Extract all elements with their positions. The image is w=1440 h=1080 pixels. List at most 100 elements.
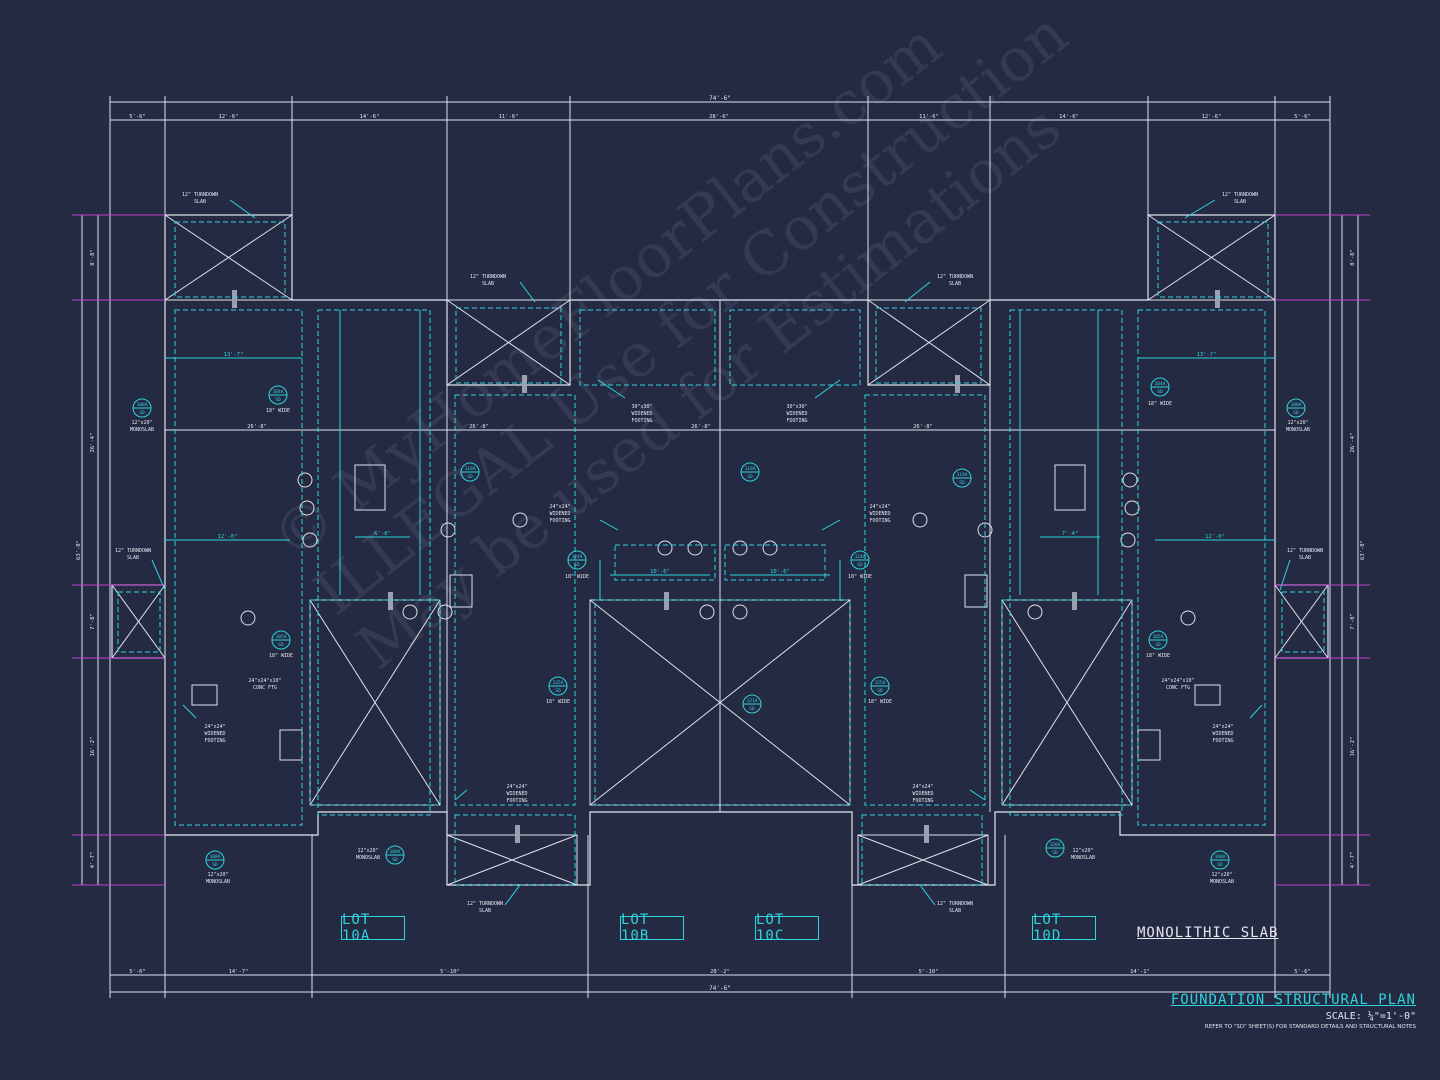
detail-tag-sheet: SD: [1157, 389, 1163, 395]
wide-callout: 18" WIDE: [269, 653, 293, 659]
dimension-text: 5'-6": [129, 114, 146, 120]
detail-tag-id: 100A: [137, 402, 148, 408]
widened-footing-callout: 30"x30": [631, 404, 652, 410]
slab-outline: [1009, 309, 1123, 816]
slab-outline: [454, 394, 576, 806]
wide-callout: 18" WIDE: [848, 574, 872, 580]
interior-dimension-text: 7'-4": [1062, 531, 1079, 537]
dimension-text: 5'-6": [1294, 969, 1311, 975]
callout-leader: [454, 789, 468, 801]
detail-tag-sheet: SD: [212, 862, 218, 868]
slab-outline: [454, 814, 576, 886]
dimension-text: 7'-8": [1350, 613, 1356, 630]
detail-tag-id: 119A: [957, 472, 968, 478]
dimension-text: 14'-6": [360, 114, 380, 120]
turndown-callout: SLAB: [949, 281, 961, 287]
lot-label-10b: LOT 10B: [620, 912, 684, 944]
callout-leader: [821, 519, 841, 531]
dimension-text: 26'-8": [691, 424, 711, 430]
slab-x-diagonal: [446, 834, 578, 886]
plumbing-fixture: [762, 540, 778, 556]
detail-tag-sheet: SD: [555, 688, 561, 694]
slab-outline: [729, 309, 861, 386]
detail-tag-id: 125A: [875, 680, 886, 686]
widened-footing-callout: WIDENED: [912, 791, 933, 797]
turndown-callout: SLAB: [1234, 199, 1246, 205]
drawing-title: FOUNDATION STRUCTURAL PLAN: [1170, 992, 1416, 1008]
slab-outline: [724, 544, 826, 581]
dimension-text: 11'-6": [919, 114, 939, 120]
dimension-text: 26'-8": [913, 424, 933, 430]
fixture-box: [1054, 464, 1086, 511]
dimension-text: 26'-4": [90, 433, 96, 453]
post: [388, 592, 393, 610]
detail-tag-sheet: SD: [747, 474, 753, 480]
dimension-text: 12'-6": [1202, 114, 1222, 120]
dimension-text: 5'-6": [1294, 114, 1311, 120]
detail-tag-id: 121A: [747, 698, 758, 704]
slab-outline: [875, 307, 982, 384]
widened-footing-callout: FOOTING: [1212, 738, 1233, 744]
plumbing-fixture: [437, 604, 453, 620]
slab-outline: [174, 309, 303, 826]
interior-dimension-text: 12'-0": [1205, 534, 1225, 540]
turndown-callout: 12" TURNDOWN: [467, 901, 503, 907]
callout-leader: [519, 281, 536, 303]
detail-tag-id: 124A: [855, 554, 866, 560]
dimension-text: 7'-8": [90, 613, 96, 630]
overall-dimension-bottom: 74'-6": [709, 985, 731, 992]
detail-tag-id: 128A: [1050, 842, 1061, 848]
dimension-text: 14'-1": [1130, 969, 1150, 975]
widened-footing-callout: 24"x24": [506, 784, 527, 790]
slab-x-diagonal: [867, 299, 991, 386]
dimension-text: 5'-6": [129, 969, 146, 975]
detail-tag-sheet: SD: [1293, 410, 1299, 416]
callout-leader: [969, 789, 986, 801]
slab-outline: [861, 814, 983, 886]
dimension-text: 8'-8": [90, 249, 96, 266]
wide-callout: 18" WIDE: [266, 408, 290, 414]
slab-x-diagonal: [857, 834, 989, 886]
turndown-callout: 12" TURNDOWN: [470, 274, 506, 280]
dimension-text: 8'-8": [1350, 249, 1356, 266]
plumbing-fixture: [1124, 500, 1140, 516]
turndown-callout: 12" TURNDOWN: [937, 274, 973, 280]
slab-x-diagonal: [1001, 599, 1133, 806]
callout-leader: [597, 379, 626, 399]
detail-tag-sheet: SD: [1217, 862, 1223, 868]
conc-ftg-callout: CONC FTG: [1166, 685, 1190, 691]
detail-tag-sheet: SD: [1052, 850, 1058, 856]
widened-footing-callout: 24"x24": [549, 504, 570, 510]
slab-outline: [117, 591, 161, 653]
widened-footing-callout: FOOTING: [786, 418, 807, 424]
interior-dimension-text: 6'-8": [374, 531, 391, 537]
plumbing-fixture: [1122, 472, 1138, 488]
turndown-callout: SLAB: [949, 908, 961, 914]
slab-outline: [1157, 221, 1269, 298]
wide-callout: 18" WIDE: [565, 574, 589, 580]
widened-footing-callout: FOOTING: [912, 798, 933, 804]
monoslab-callout: 12"x20": [357, 848, 378, 854]
widened-footing-callout: 24"x24": [204, 724, 225, 730]
slab-outline: [579, 309, 716, 386]
slab-outline: [317, 309, 431, 816]
turndown-callout: SLAB: [479, 908, 491, 914]
dimension-text: 14'-7": [229, 969, 249, 975]
turndown-callout: 12" TURNDOWN: [182, 192, 218, 198]
interior-dimension-text: 12'-0": [218, 534, 238, 540]
slab-outline: [174, 221, 286, 298]
slab-outline: [1281, 591, 1325, 653]
dimension-text: 4'-7": [90, 852, 96, 869]
monoslab-callout: MONOSLAB: [130, 427, 154, 433]
monoslab-callout: MONOSLAB: [1286, 427, 1310, 433]
widened-footing-callout: FOOTING: [204, 738, 225, 744]
detail-tag-id: 105A: [276, 634, 287, 640]
dimension-text: 5'-10": [440, 969, 460, 975]
plumbing-fixture: [240, 610, 256, 626]
turndown-callout: 12" TURNDOWN: [115, 548, 151, 554]
monoslab-callout: MONOSLAB: [1071, 855, 1095, 861]
plumbing-fixture: [732, 604, 748, 620]
fixture-box: [191, 684, 218, 706]
plumbing-fixture: [299, 500, 315, 516]
detail-tag-id: 100A: [1291, 402, 1302, 408]
